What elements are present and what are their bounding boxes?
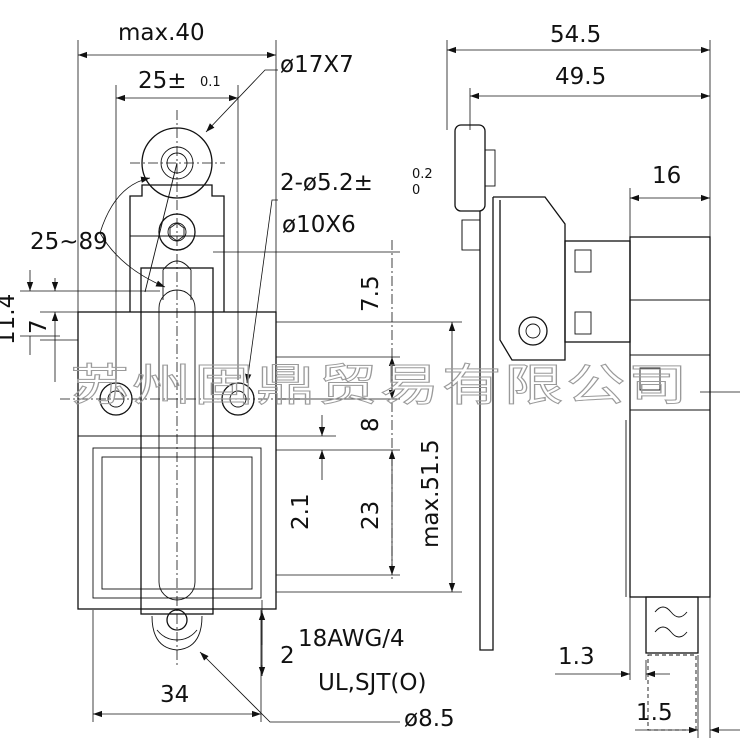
dim-8: 8 (358, 417, 384, 432)
dim-11-4: 11.4 (0, 294, 20, 345)
dim-side-16: 16 (652, 163, 681, 189)
dim-max-40: max.40 (118, 20, 205, 46)
dim-7-5: 7.5 (358, 275, 384, 312)
dim-mount-hole: 2-ø5.2± (280, 170, 373, 196)
dim-23: 23 (358, 501, 384, 530)
side-head (493, 196, 566, 361)
dim-34: 34 (160, 682, 189, 708)
dim-cable-dia: ø8.5 (404, 706, 455, 732)
dim-7-left: 7 (26, 319, 52, 334)
watermark-text: 苏州固鼎贸易有限公司 (70, 360, 690, 411)
dim-cable-cert: UL,SJT(O) (318, 670, 426, 696)
dim-2-1: 2.1 (288, 493, 314, 530)
dim-side-1-3: 1.3 (558, 644, 595, 670)
dim-cable-lead: 2 (280, 643, 295, 669)
dim-25-tol: 0.1 (200, 75, 221, 90)
dim-side-54-5: 54.5 (550, 22, 601, 48)
side-body (629, 236, 711, 598)
dim-lever-angle: 25~89 (30, 229, 108, 255)
side-view (454, 124, 711, 731)
dim-cable-wire: 18AWG/4 (298, 626, 405, 652)
dim-roller-size: ø17X7 (280, 52, 354, 78)
front-dimensions: max.40 25± 0.1 ø17X7 2-ø5.2± 0.2 0 ø10X6… (0, 20, 462, 732)
dim-mount-hole-tol-up: 0.2 (412, 167, 433, 182)
dim-mount-hole-tol-low: 0 (412, 183, 420, 198)
dim-side-49-5: 49.5 (555, 64, 606, 90)
dim-roller-hub: ø10X6 (282, 212, 356, 238)
front-view (60, 110, 300, 665)
side-dimensions: 54.5 49.5 16 1.3 1.5 (446, 22, 740, 738)
dim-max-51-5: max.51.5 (418, 439, 444, 548)
dim-side-1-5: 1.5 (636, 700, 673, 726)
dim-25: 25± (138, 68, 187, 94)
